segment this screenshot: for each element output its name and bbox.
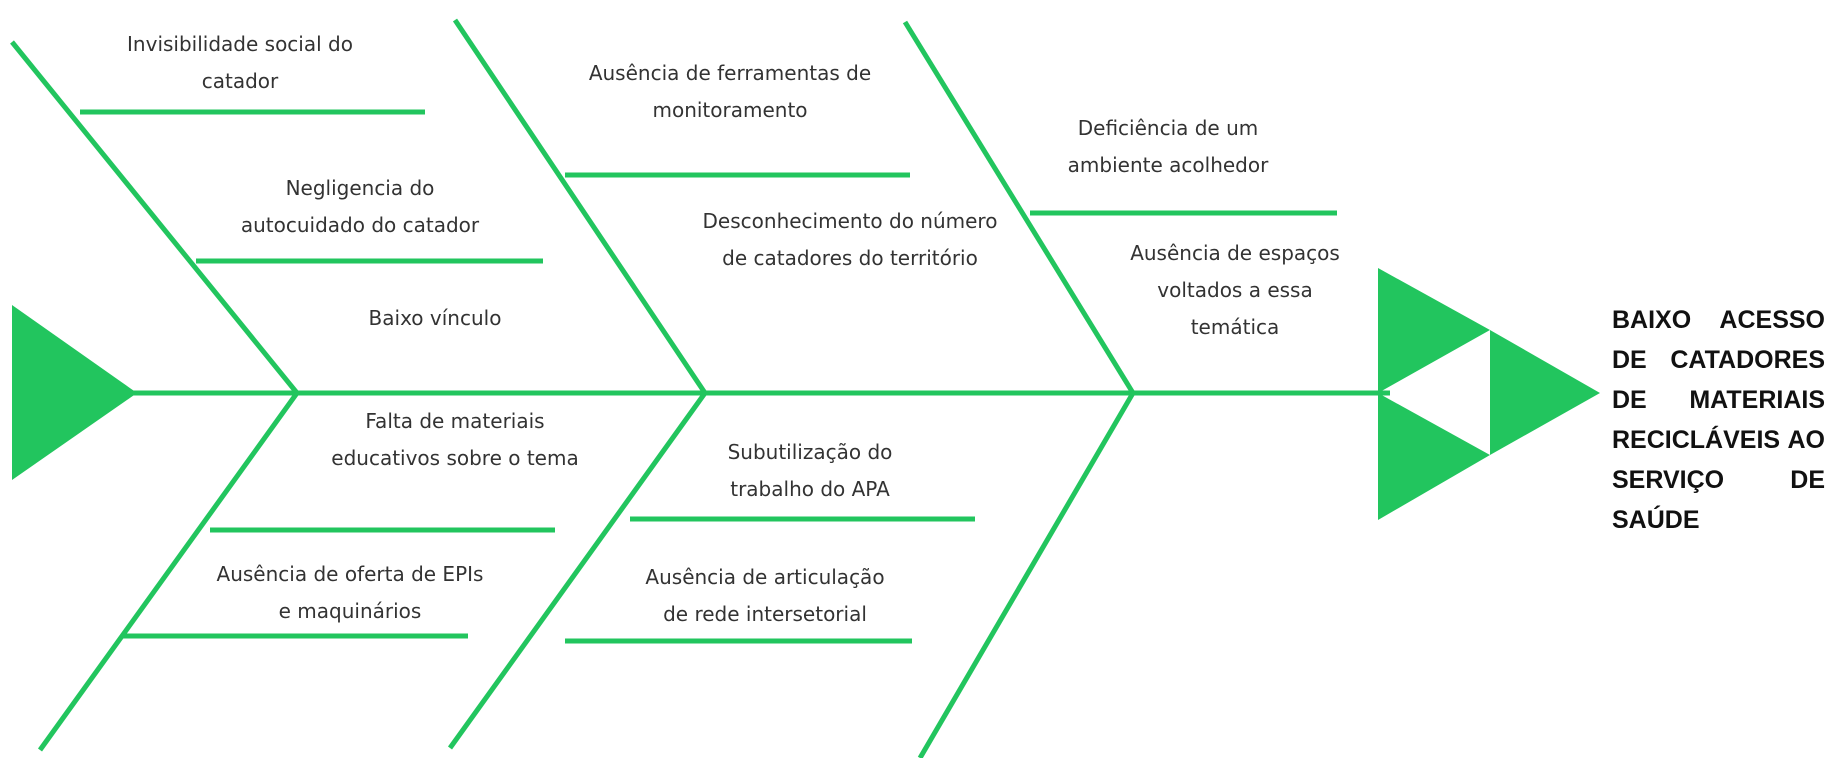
cause-label: Baixo vínculo bbox=[368, 306, 502, 330]
cause-label: Ausência de oferta de EPIs e maquinários bbox=[216, 562, 484, 623]
cause-label: Ausência de articulação de rede interset… bbox=[645, 565, 885, 626]
cause-label: Falta de materiais educativos sobre o te… bbox=[331, 409, 579, 470]
cause-label: Negligencia do autocuidado do catador bbox=[240, 176, 480, 237]
cause-label: Invisibilidade social do catador bbox=[127, 32, 353, 93]
cause-label: Deficiência de um ambiente acolhedor bbox=[1067, 116, 1269, 177]
bone-bottom-left bbox=[37, 391, 300, 752]
cause-label: Ausência de espaços voltados a essa temá… bbox=[1130, 241, 1340, 339]
bone-bottom-right bbox=[917, 391, 1136, 758]
cause-label: Ausência de ferramentas de monitoramento bbox=[588, 61, 872, 122]
bone-bottom-middle bbox=[447, 391, 708, 750]
effect-label: BAIXO ACESSO DE CATADORES DE MATERIAIS R… bbox=[1612, 306, 1825, 534]
tail-triangle bbox=[12, 305, 137, 480]
cause-label: Desconhecimento do número de catadores d… bbox=[702, 209, 998, 270]
head-triangle-tip bbox=[1490, 330, 1600, 455]
cause-label: Subutilização do trabalho do APA bbox=[727, 440, 893, 501]
head-triangle-top bbox=[1378, 268, 1490, 393]
bone-top-right bbox=[902, 20, 1136, 395]
bone-top-left bbox=[10, 40, 299, 395]
head-triangle-bottom bbox=[1378, 393, 1490, 520]
bone-top-middle bbox=[452, 18, 708, 395]
